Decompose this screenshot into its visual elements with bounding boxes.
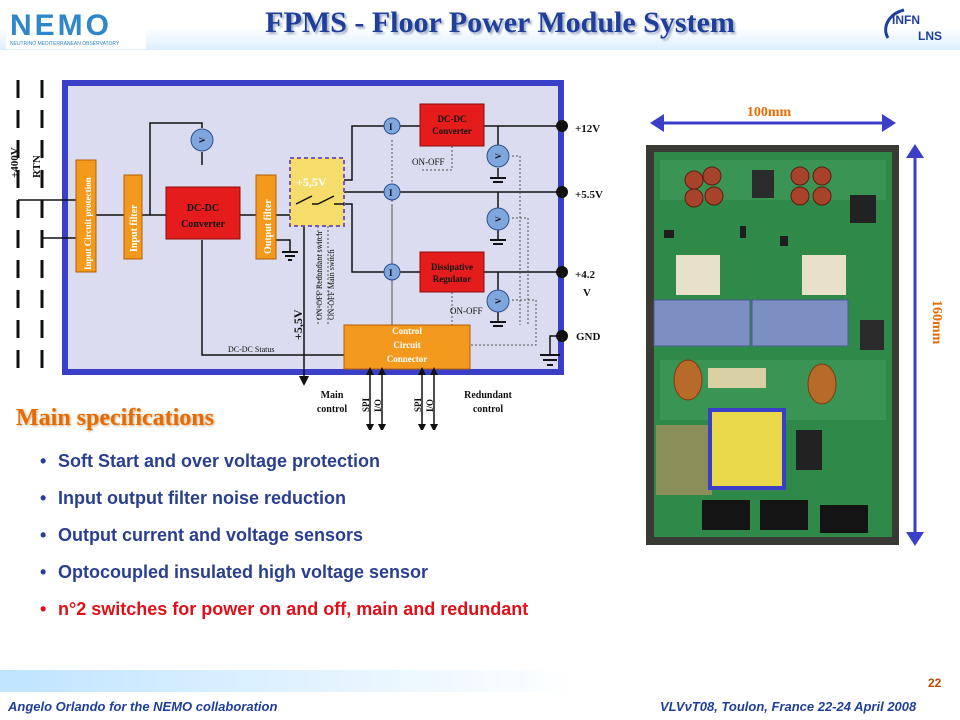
input-lines <box>16 80 44 375</box>
lns-logo-text: LNS <box>918 29 942 43</box>
switch-contacts <box>295 195 344 205</box>
nemo-logo: NEMO NEUTRINO MEDITERRANEAN OBSERVATORY <box>6 5 146 49</box>
on-off-label-2: ON-OFF <box>450 306 483 316</box>
dcdc-main-label-1: DC-DC <box>187 203 219 214</box>
list-item: Soft Start and over voltage protection <box>40 448 528 485</box>
dissipative-label-1: Dissipative <box>431 262 473 272</box>
bus-io-2: I/O <box>425 399 435 412</box>
control-wiring <box>317 140 537 346</box>
bus-io-1: I/O <box>373 399 383 412</box>
input-filter-block <box>123 174 143 260</box>
switch-label-main: ON-OFF Main switch <box>327 249 336 320</box>
output-4v2: +4.2 <box>575 269 596 281</box>
specs-heading: Main specifications <box>16 405 214 431</box>
dcdc-12v-block <box>419 103 485 147</box>
output-12v: +12V <box>575 123 600 135</box>
dcdc-12v-label-1: DC-DC <box>438 114 467 124</box>
list-item: Optocoupled insulated high voltage senso… <box>40 559 528 596</box>
input-label-rtn: RTN <box>31 155 43 178</box>
control-connector-label-1: Control <box>392 326 422 336</box>
power-switch-voltage: +5,5V <box>296 175 327 189</box>
fpms-block-diagram: +400V RTN <box>9 80 603 430</box>
nemo-logo-subtitle: NEUTRINO MEDITERRANEAN OBSERVATORY <box>10 41 120 47</box>
output-sensor-label-3: V <box>494 298 503 304</box>
dcdc-12v-label-2: Converter <box>432 126 471 136</box>
current-sensor-label-2: I <box>389 188 393 198</box>
output-5v5: +5.5V <box>575 189 603 201</box>
current-sensors <box>383 117 401 281</box>
list-item: Output current and voltage sensors <box>40 522 528 559</box>
width-label: 100mm <box>747 105 792 120</box>
footer-author: Angelo Orlando for the NEMO collaboratio… <box>8 699 278 714</box>
output-gnd: GND <box>576 331 601 343</box>
input-label-400v: +400V <box>9 147 21 178</box>
voltage-sensor-dcdc-label: V <box>198 137 207 143</box>
width-arrow <box>650 114 896 132</box>
output-terminals <box>556 120 568 342</box>
arrowheads <box>299 367 438 430</box>
bus-spi-2: SPI <box>413 397 423 412</box>
infn-swoosh-icon <box>884 8 905 39</box>
current-sensor-label-3: I <box>389 268 393 278</box>
current-sensor-label-1: I <box>389 122 393 132</box>
bus-spi-1: SPI <box>361 397 371 412</box>
dcdc-main-block <box>165 186 241 240</box>
main-control-label-2: control <box>317 404 348 415</box>
footer-band <box>0 670 960 692</box>
output-filter-label: Output filter <box>263 199 274 254</box>
list-item: Input output filter noise reduction <box>40 485 528 522</box>
header-band <box>0 0 960 50</box>
input-protection-block <box>75 159 97 273</box>
main-control-label-1: Main <box>321 390 344 401</box>
rail-label-5v5: +5,5V <box>291 309 305 340</box>
infn-logo-text: INFN <box>892 13 920 27</box>
input-filter-label: Input filter <box>129 204 140 252</box>
page-number: 22 <box>928 676 942 690</box>
control-connector-label-3: Connector <box>387 354 428 364</box>
footer-event: VLVνT08, Toulon, France 22-24 April 2008 <box>660 699 917 714</box>
ground-symbols <box>282 177 560 366</box>
switch-label-redundant: ON-OFF Redundant switch <box>315 232 324 320</box>
power-switch-block <box>289 157 345 227</box>
redundant-control-label-2: control <box>473 404 504 415</box>
redundant-control-label-1: Redundant <box>464 390 512 401</box>
output-sensor-label-1: V <box>494 153 503 159</box>
specs-list: Soft Start and over voltage protection I… <box>40 448 528 633</box>
relay-highlight <box>708 408 786 490</box>
control-connector-block <box>343 324 471 370</box>
output-voltage-sensors <box>486 144 510 313</box>
dissipative-label-2: Regulator <box>433 274 472 284</box>
nemo-logo-text: NEMO <box>10 9 112 42</box>
dissipative-regulator-block <box>419 251 485 293</box>
control-connector-label-2: Circuit <box>393 340 420 350</box>
voltage-sensor-dcdc <box>190 128 214 152</box>
control-bus-arrows <box>369 369 435 430</box>
dcdc-main-label-2: Converter <box>181 219 225 230</box>
height-arrow <box>906 144 924 546</box>
list-item: n°2 switches for power on and off, main … <box>40 596 528 633</box>
on-off-label-1: ON-OFF <box>412 157 445 167</box>
height-label: 160mm <box>929 300 944 345</box>
output-sensor-label-2: V <box>494 216 503 222</box>
infn-lns-logo: INFN LNS <box>884 8 942 43</box>
pcb-board-image <box>646 145 899 545</box>
pcb-photo-panel: 100mm 160mm <box>646 105 944 546</box>
page-title: FPMS - Floor Power Module System <box>265 6 735 39</box>
output-filter-block <box>255 174 277 260</box>
output-4v2-unit: V <box>583 287 591 299</box>
dcdc-status-label: DC-DC Status <box>228 345 274 354</box>
input-protection-label: Input Circuit protection <box>83 177 93 270</box>
